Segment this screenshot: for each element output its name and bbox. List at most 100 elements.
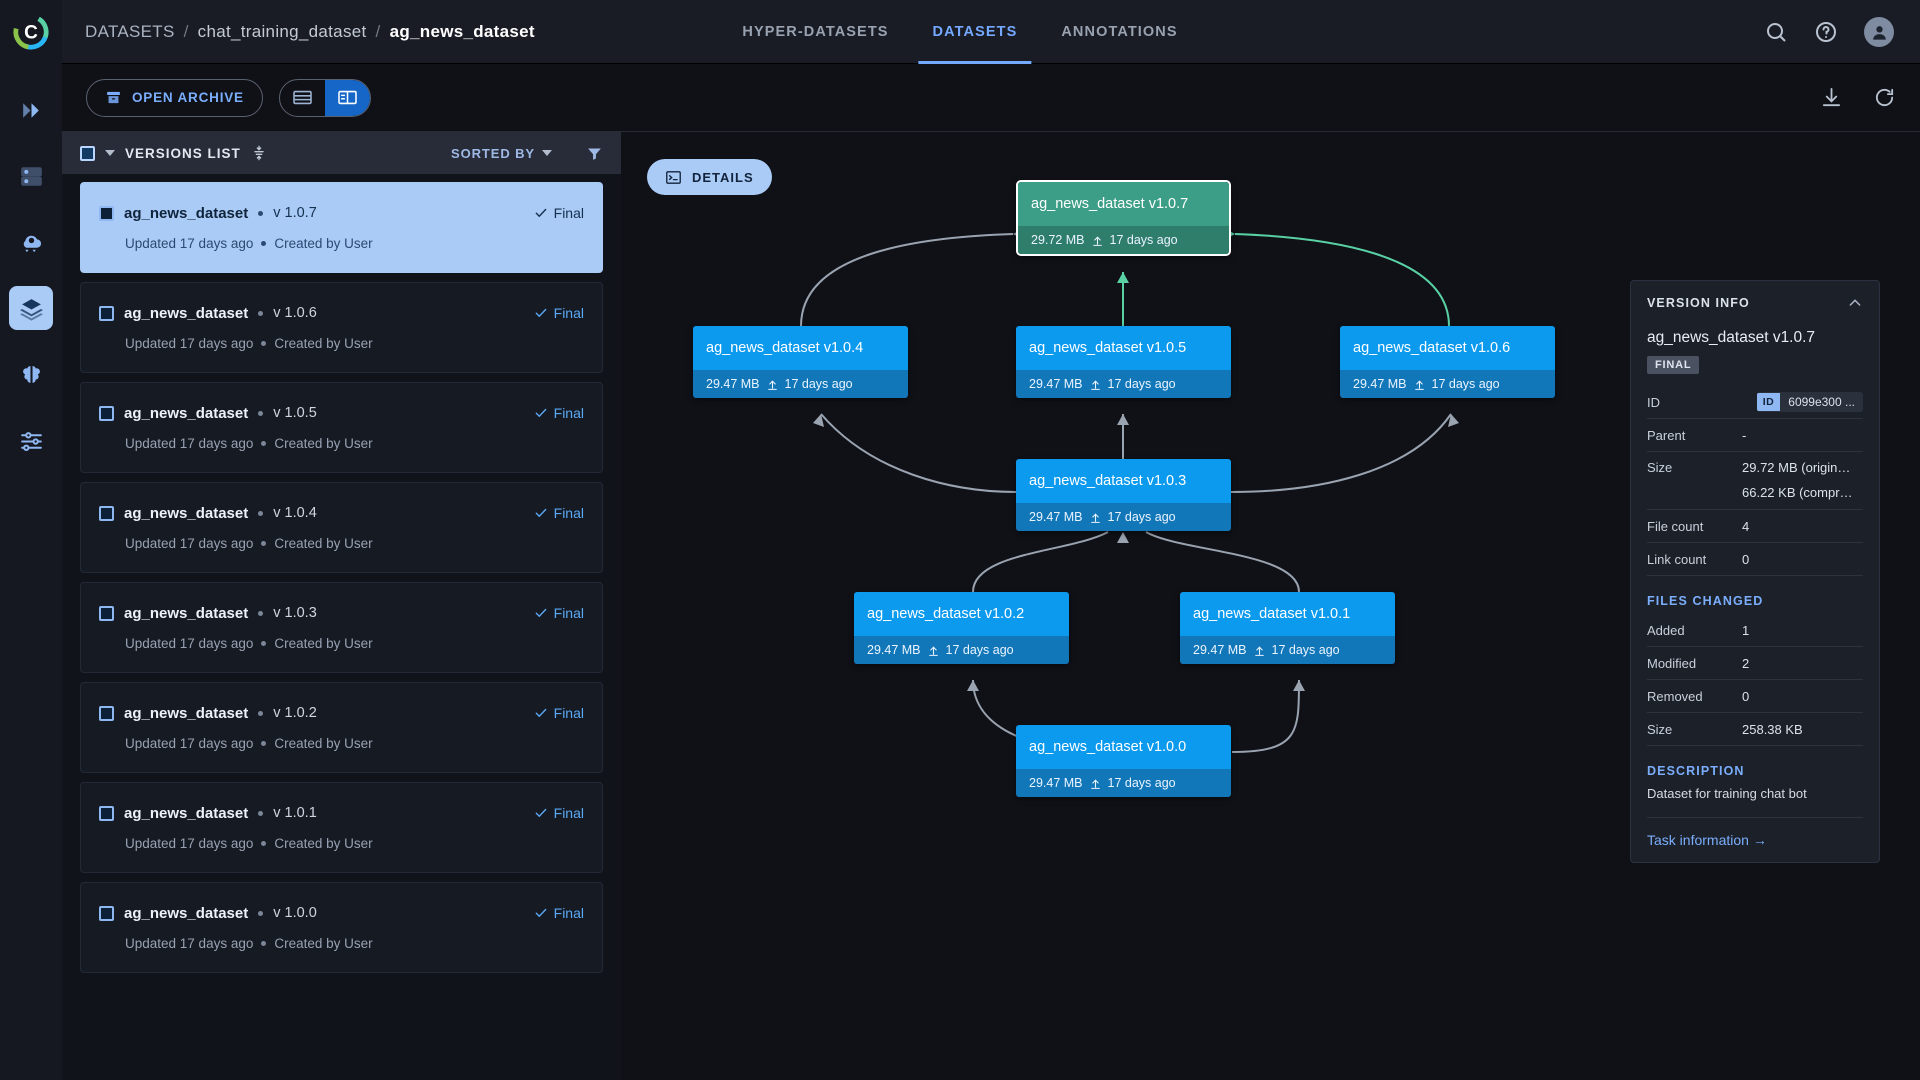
separator-dot — [258, 510, 264, 516]
tab-hyper-datasets[interactable]: HYPER-DATASETS — [742, 23, 889, 40]
row-checkbox[interactable] — [99, 605, 114, 621]
files-changed-row-removed: Removed 0 — [1647, 680, 1863, 713]
version-number: v 1.0.2 — [273, 705, 317, 721]
row-checkbox[interactable] — [99, 305, 114, 321]
separator-dot — [261, 840, 267, 846]
id-chip-tag: ID — [1756, 393, 1781, 411]
versions-list-scroll[interactable]: ag_news_dataset v 1.0.7 Final Updated 17… — [62, 174, 621, 1080]
info-key: File count — [1647, 518, 1704, 534]
list-item[interactable]: ag_news_dataset v 1.0.1 Final Updated 17… — [80, 782, 603, 873]
status-label: Final — [553, 505, 584, 521]
check-icon — [535, 608, 547, 618]
graph-node-v102[interactable]: ag_news_dataset v1.0.2 29.47 MB 17 days … — [854, 592, 1069, 664]
node-size: 29.72 MB — [1031, 233, 1085, 247]
sidebar-item-models[interactable] — [9, 352, 53, 396]
toolbar-right-actions — [1820, 86, 1896, 109]
separator-dot — [258, 410, 264, 416]
graph-node-v103[interactable]: ag_news_dataset v1.0.3 29.47 MB 17 days … — [1016, 459, 1231, 531]
status-badge: Final — [534, 205, 584, 221]
check-icon — [535, 508, 547, 518]
info-key: Size — [1647, 721, 1673, 737]
terminal-icon — [666, 170, 681, 184]
updated-text: Updated 17 days ago — [125, 235, 254, 251]
list-item[interactable]: ag_news_dataset v 1.0.6 Final Updated 17… — [80, 282, 603, 373]
filter-icon[interactable] — [586, 145, 603, 162]
avatar[interactable] — [1864, 17, 1894, 47]
sidebar-item-settings[interactable] — [9, 418, 53, 462]
status-badge: Final — [534, 505, 584, 521]
version-info-panel: VERSION INFO ag_news_dataset v1.0.7 FINA… — [1630, 280, 1880, 863]
download-icon[interactable] — [1820, 86, 1843, 109]
created-by-text: Created by User — [274, 735, 373, 751]
sort-settings-icon[interactable] — [251, 145, 267, 161]
node-size: 29.47 MB — [867, 643, 921, 657]
files-changed-row-modified: Modified 2 — [1647, 647, 1863, 680]
list-item[interactable]: ag_news_dataset v 1.0.0 Final Updated 17… — [80, 882, 603, 973]
list-item[interactable]: ag_news_dataset v 1.0.2 Final Updated 17… — [80, 682, 603, 773]
info-value: 0 — [1742, 551, 1750, 567]
files-changed-row-added: Added 1 — [1647, 614, 1863, 647]
tab-datasets[interactable]: DATASETS — [911, 0, 1040, 64]
chevron-down-icon[interactable] — [105, 150, 115, 156]
row-checkbox[interactable] — [99, 405, 114, 421]
details-label: DETAILS — [692, 169, 754, 185]
table-view-button[interactable] — [280, 80, 325, 116]
refresh-icon[interactable] — [1873, 86, 1896, 109]
info-value: - — [1742, 427, 1747, 443]
node-title: ag_news_dataset v1.0.3 — [1016, 459, 1231, 503]
help-icon[interactable] — [1814, 20, 1838, 44]
breadcrumb-item-2: ag_news_dataset — [389, 21, 535, 41]
info-key: Link count — [1647, 551, 1707, 567]
open-archive-button[interactable]: OPEN ARCHIVE — [86, 78, 263, 117]
status-label: Final — [553, 805, 584, 821]
select-all-checkbox[interactable] — [80, 145, 95, 161]
node-meta: 29.72 MB 17 days ago — [1018, 226, 1229, 254]
left-rail — [0, 64, 62, 1080]
sort-settings-glyph — [254, 145, 264, 161]
sorted-by-button[interactable]: SORTED BY — [451, 146, 552, 161]
version-number: v 1.0.5 — [273, 405, 317, 421]
sidebar-item-projects[interactable] — [9, 88, 53, 132]
status-badge: Final — [534, 305, 584, 321]
graph-node-v106[interactable]: ag_news_dataset v1.0.6 29.47 MB 17 days … — [1340, 326, 1555, 398]
row-checkbox[interactable] — [99, 905, 114, 921]
split-view-button[interactable] — [324, 79, 370, 116]
breadcrumb-item-0[interactable]: DATASETS — [85, 21, 175, 41]
version-info-header: VERSION INFO — [1631, 281, 1879, 325]
search-icon[interactable] — [1764, 20, 1788, 44]
row-checkbox[interactable] — [99, 805, 114, 821]
task-information-link[interactable]: Task information → — [1647, 817, 1863, 848]
separator-dot — [258, 310, 264, 316]
sidebar-item-datasets[interactable] — [9, 154, 53, 198]
breadcrumb-item-1[interactable]: chat_training_dataset — [197, 21, 367, 41]
graph-node-v100[interactable]: ag_news_dataset v1.0.0 29.47 MB 17 days … — [1016, 725, 1231, 797]
list-view-icon — [293, 90, 312, 105]
list-item[interactable]: ag_news_dataset v 1.0.7 Final Updated 17… — [80, 182, 603, 273]
node-size: 29.47 MB — [706, 377, 760, 391]
row-checkbox[interactable] — [99, 505, 114, 521]
version-number: v 1.0.3 — [273, 605, 317, 621]
clearml-logo[interactable]: C — [0, 0, 62, 64]
node-meta: 29.47 MB 17 days ago — [1340, 370, 1555, 398]
list-item[interactable]: ag_news_dataset v 1.0.3 Final Updated 17… — [80, 582, 603, 673]
row-checkbox[interactable] — [99, 205, 114, 221]
details-button[interactable]: DETAILS — [647, 159, 772, 195]
graph-node-v101[interactable]: ag_news_dataset v1.0.1 29.47 MB 17 days … — [1180, 592, 1395, 664]
list-item[interactable]: ag_news_dataset v 1.0.4 Final Updated 17… — [80, 482, 603, 573]
row-checkbox[interactable] — [99, 705, 114, 721]
id-chip[interactable]: ID 6099e300 ... — [1756, 392, 1863, 412]
node-age: 17 days ago — [1107, 776, 1176, 790]
tab-annotations[interactable]: ANNOTATIONS — [1061, 23, 1178, 40]
graph-node-v107[interactable]: ag_news_dataset v1.0.7 29.72 MB 17 days … — [1016, 180, 1231, 256]
node-title: ag_news_dataset v1.0.2 — [854, 592, 1069, 636]
info-value: 0 — [1742, 688, 1750, 704]
graph-node-v104[interactable]: ag_news_dataset v1.0.4 29.47 MB 17 days … — [693, 326, 908, 398]
sidebar-item-dataset-versions[interactable] — [9, 286, 53, 330]
sidebar-item-workers[interactable] — [9, 220, 53, 264]
chevron-up-icon[interactable] — [1847, 295, 1863, 311]
separator-dot — [258, 610, 264, 616]
created-by-text: Created by User — [274, 235, 373, 251]
version-name: ag_news_dataset — [124, 804, 249, 822]
graph-node-v105[interactable]: ag_news_dataset v1.0.5 29.47 MB 17 days … — [1016, 326, 1231, 398]
list-item[interactable]: ag_news_dataset v 1.0.5 Final Updated 17… — [80, 382, 603, 473]
